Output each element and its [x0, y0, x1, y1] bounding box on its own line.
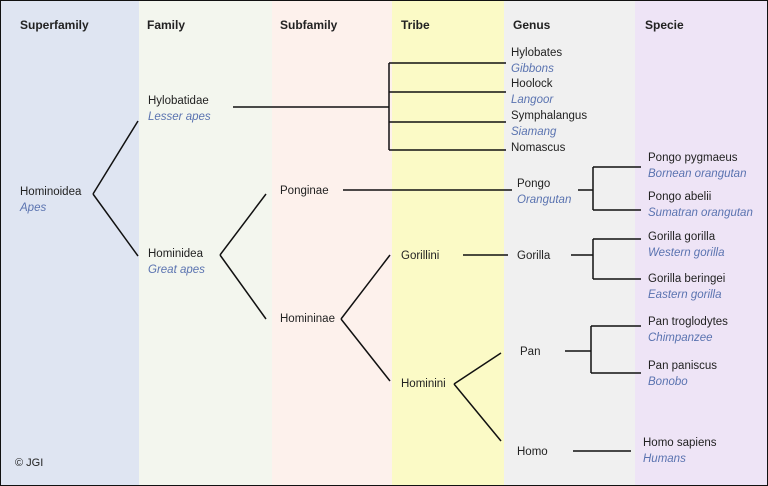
tribe-column: [392, 1, 504, 485]
node-common-name: Western gorilla: [648, 247, 725, 259]
node-name: Pan paniscus: [648, 360, 718, 372]
node-gorillini: Gorillini: [401, 250, 440, 262]
node-name: Hoolock: [511, 78, 553, 90]
node-common-name: Apes: [20, 202, 47, 214]
node-gorilla: Gorilla: [517, 250, 551, 262]
node-common-name: Bornean orangutan: [648, 168, 747, 180]
connector-gorilla: [571, 238, 641, 280]
connector-hylobatidae: [233, 62, 506, 151]
node-name: Hominoidea: [20, 186, 82, 198]
node-name: Pongo abelii: [648, 191, 712, 203]
node-common-name: Siamang: [511, 126, 557, 138]
connector-hominidea: [219, 193, 267, 320]
connector-pongo: [578, 166, 641, 211]
node-name: Hominidea: [148, 248, 203, 260]
node-common-name: Orangutan: [517, 194, 572, 206]
header-genus: Genus: [513, 18, 551, 32]
node-name: Homo sapiens: [643, 437, 717, 449]
connector-hominini: [453, 352, 502, 442]
node-name: Hylobates: [511, 47, 563, 59]
header-family: Family: [147, 18, 186, 32]
node-name: Gorilla beringei: [648, 273, 726, 285]
specie-column: [635, 1, 767, 485]
node-hylobates: Hylobates Gibbons: [511, 45, 562, 77]
node-common-name: Bonobo: [648, 376, 688, 388]
node-nomascus: Nomascus: [511, 142, 566, 154]
copyright-notice: © JGI: [15, 457, 44, 469]
node-name: Symphalangus: [511, 110, 588, 122]
header-subfamily: Subfamily: [280, 18, 338, 32]
connector-superfamily: [92, 120, 139, 257]
node-pongo-abelii: Pongo abelii Sumatran orangutan: [648, 189, 753, 221]
subfamily-column: [272, 1, 392, 485]
node-pan-troglodytes: Pan troglodytes Chimpanzee: [648, 314, 728, 346]
node-ponginae: Ponginae: [280, 185, 329, 197]
connector-homininae: [340, 254, 391, 382]
node-common-name: Sumatran orangutan: [648, 207, 753, 219]
family-column: [139, 1, 272, 485]
node-name: Pongo pygmaeus: [648, 152, 738, 164]
connector-pan: [565, 325, 641, 374]
superfamily-column: [1, 1, 139, 485]
node-gorilla-beringei: Gorilla beringei Eastern gorilla: [648, 271, 725, 303]
node-homo-sapiens: Homo sapiens Humans: [643, 435, 717, 467]
node-gorilla-gorilla: Gorilla gorilla Western gorilla: [648, 229, 725, 261]
node-name: Pongo: [517, 178, 551, 190]
node-name: Pan troglodytes: [648, 316, 728, 328]
node-hominidea: Hominidea Great apes: [148, 246, 205, 278]
node-name: Hylobatidae: [148, 95, 209, 107]
node-hominini: Hominini: [401, 378, 446, 390]
node-hoolock: Hoolock Langoor: [511, 76, 553, 108]
node-pan-paniscus: Pan paniscus Bonobo: [648, 358, 717, 390]
node-common-name: Gibbons: [511, 63, 554, 75]
genus-column: [504, 1, 635, 485]
node-symphalangus: Symphalangus Siamang: [511, 108, 587, 140]
node-pongo-pygmaeus: Pongo pygmaeus Bornean orangutan: [648, 150, 746, 182]
node-common-name: Langoor: [511, 94, 554, 106]
node-hylobatidae: Hylobatidae Lesser apes: [148, 93, 211, 125]
node-common-name: Lesser apes: [148, 111, 211, 123]
node-pongo: Pongo Orangutan: [517, 176, 571, 208]
node-name: Gorilla gorilla: [648, 231, 716, 243]
node-common-name: Humans: [643, 453, 686, 465]
node-common-name: Eastern gorilla: [648, 289, 722, 301]
node-pan: Pan: [520, 346, 541, 358]
header-superfamily: Superfamily: [20, 18, 89, 32]
node-common-name: Great apes: [148, 264, 205, 276]
node-hominoidea: Hominoidea Apes: [20, 184, 81, 216]
node-homo: Homo: [517, 446, 548, 458]
node-homininae: Homininae: [280, 313, 335, 325]
node-common-name: Chimpanzee: [648, 332, 713, 344]
header-specie: Specie: [645, 18, 684, 32]
header-tribe: Tribe: [401, 18, 430, 32]
